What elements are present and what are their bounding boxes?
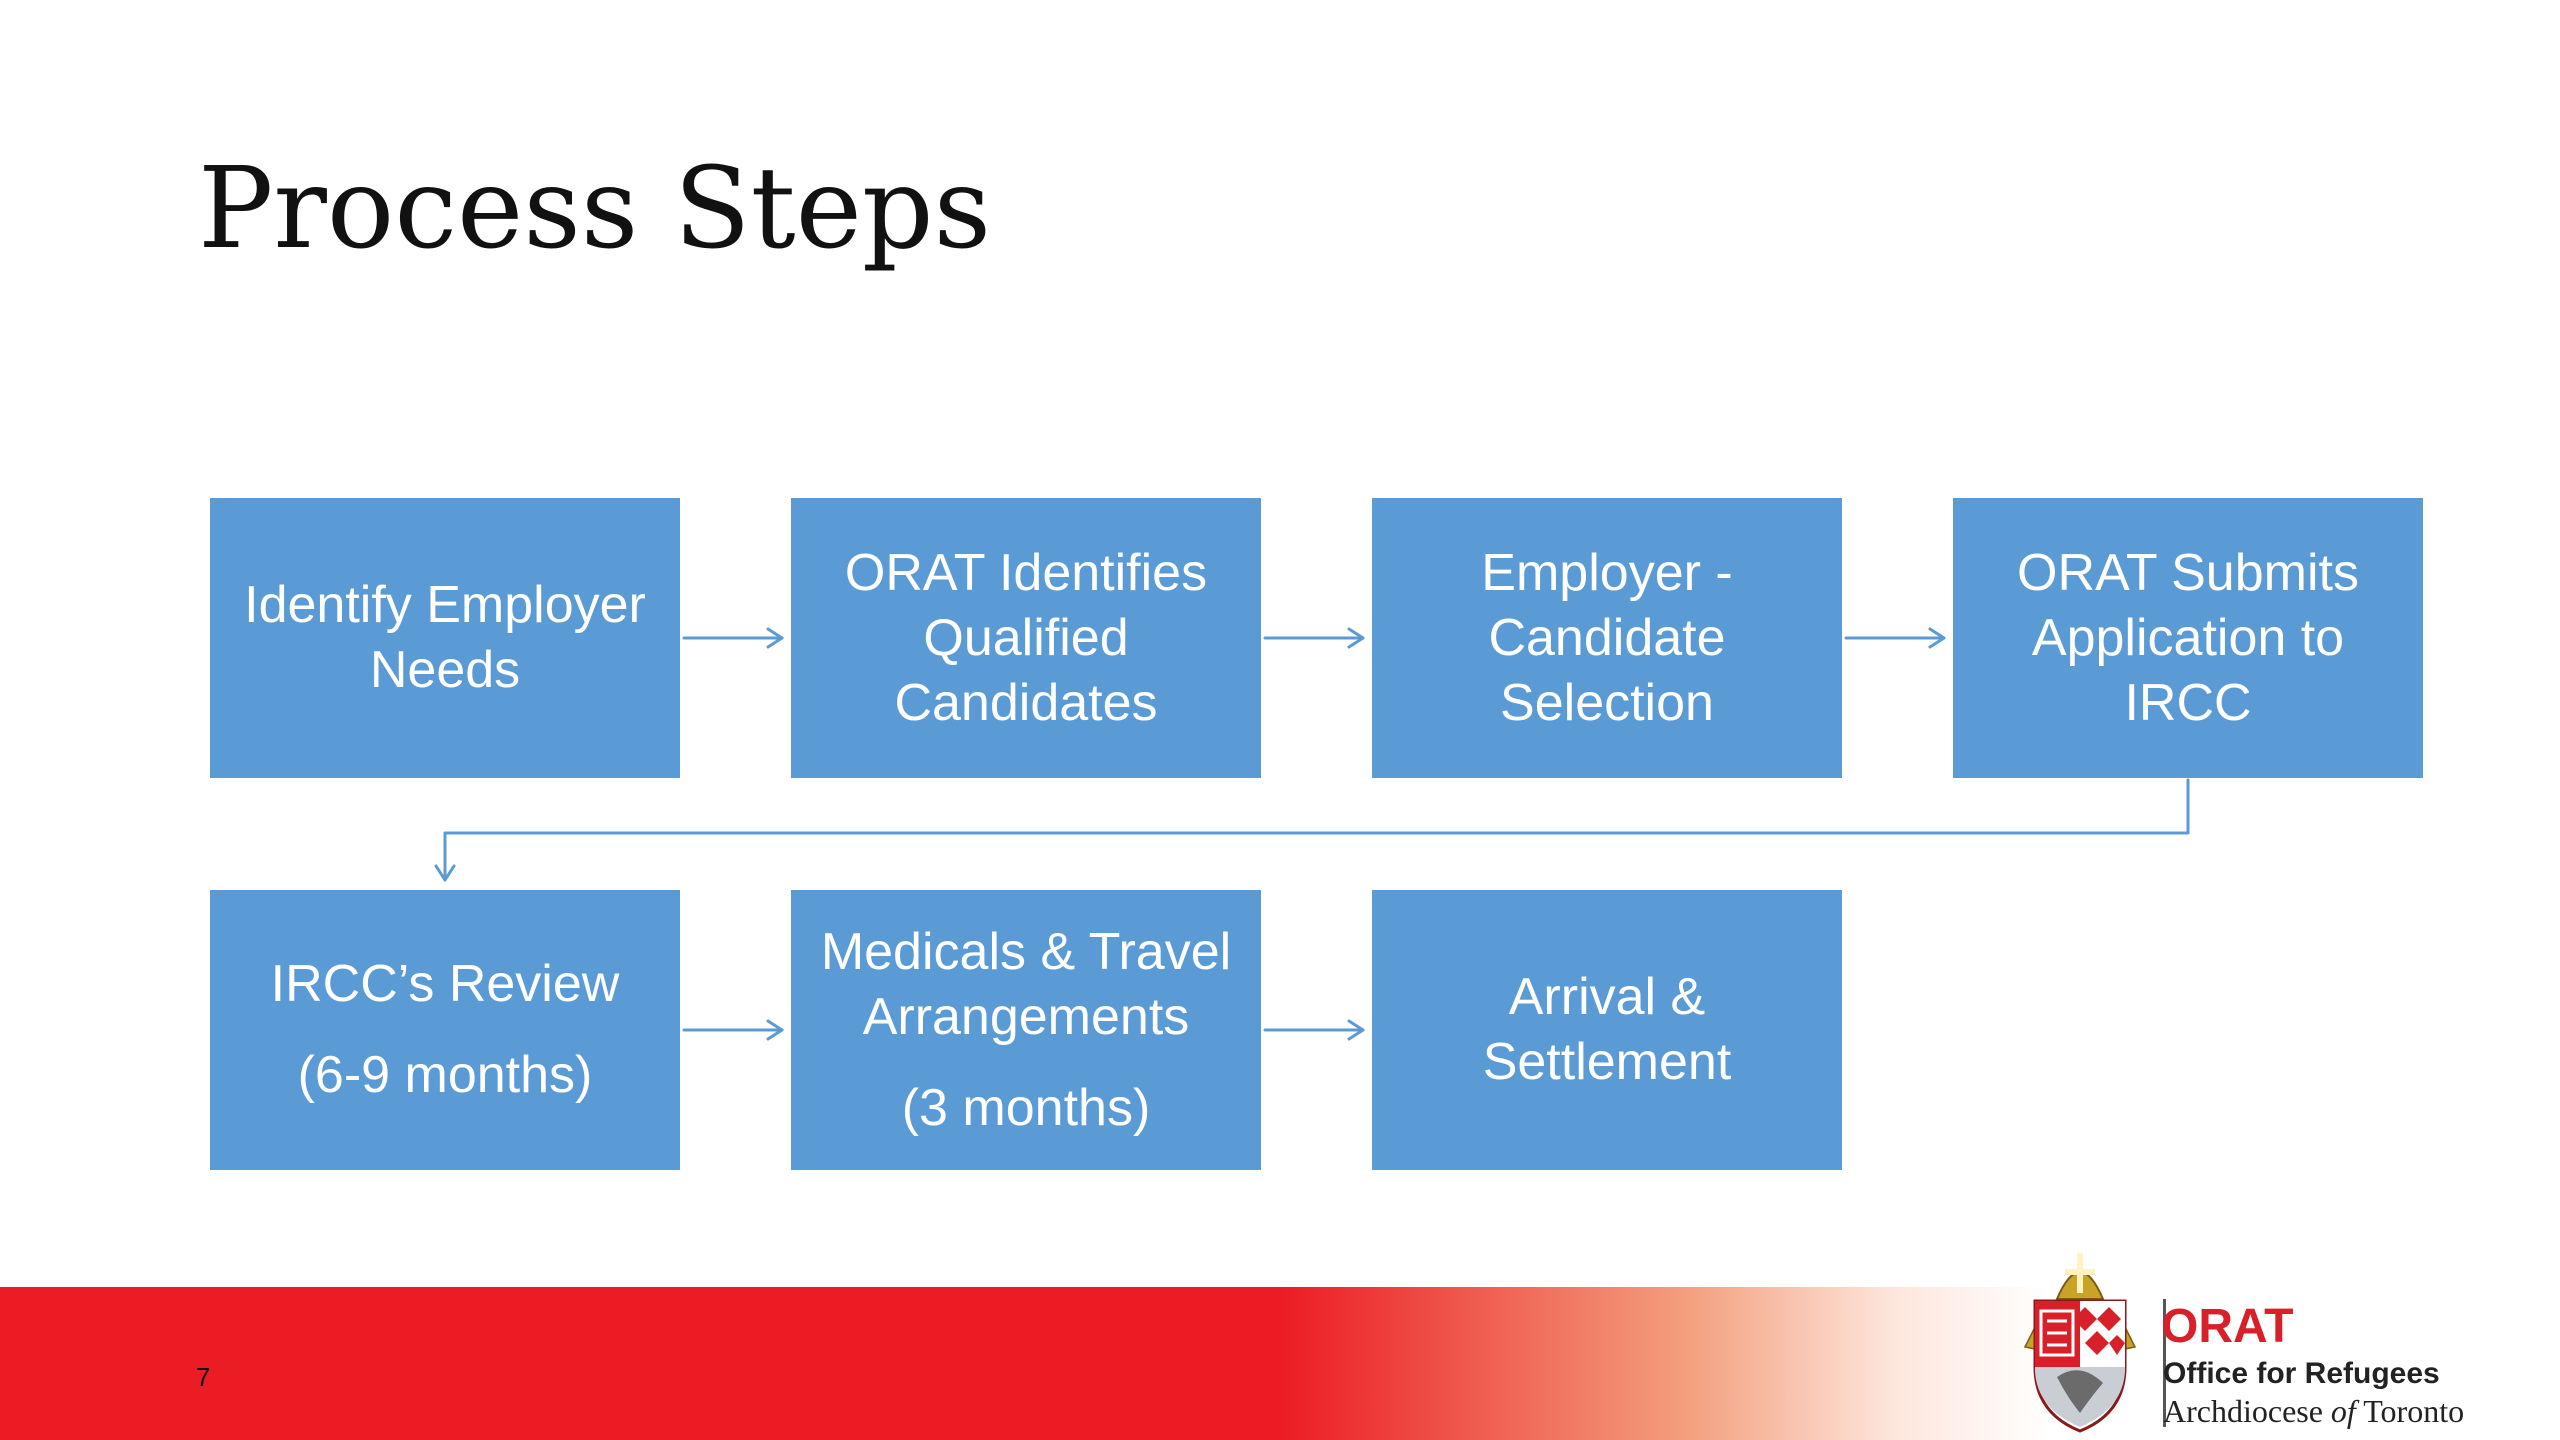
step-medicals-travel: Medicals & Travel Arrangements (3 months… <box>791 890 1261 1170</box>
step-text-line: Arrangements <box>862 987 1190 1046</box>
orat-logo: ORAT Office for Refugees Archdiocese of … <box>2005 1237 2525 1437</box>
step-text-line: Candidates <box>894 673 1158 732</box>
step-identify-employer-needs: Identify Employer Needs <box>210 498 680 778</box>
step-text-line: Needs <box>369 641 521 699</box>
footer-band <box>0 1287 2560 1440</box>
logo-divider <box>2163 1299 2166 1427</box>
logo-org-name: Office for Refugees <box>2163 1357 2440 1390</box>
step-employer-candidate-selection: Employer - Candidate Selection <box>1372 498 1842 778</box>
arrow-right-icon <box>682 1019 784 1041</box>
step-text-line: IRCC <box>2124 673 2252 732</box>
step-text-line: Medicals & Travel <box>820 922 1232 981</box>
elbow-arrow-down-icon <box>434 778 2190 882</box>
step-orat-submits-application: ORAT Submits Application to IRCC <box>1953 498 2423 778</box>
step-arrival-settlement: Arrival & Settlement <box>1372 890 1842 1170</box>
arrow-right-icon <box>1263 627 1365 649</box>
logo-arch-of: of <box>2330 1393 2356 1429</box>
step-text-line: Application to <box>2031 608 2345 667</box>
logo-arch-prefix: Archdiocese <box>2163 1393 2323 1429</box>
logo-brand: ORAT <box>2161 1300 2294 1353</box>
step-text-line: IRCC’s Review <box>270 955 620 1013</box>
logo-archdiocese: Archdiocese of Toronto <box>2163 1393 2464 1430</box>
step-text-line: ORAT Identifies <box>844 543 1208 602</box>
step-duration: (6-9 months) <box>297 1046 593 1104</box>
step-duration: (3 months) <box>901 1078 1151 1137</box>
coat-of-arms-icon <box>2023 1253 2137 1433</box>
slide-title: Process Steps <box>198 144 992 274</box>
arrow-right-icon <box>1263 1019 1365 1041</box>
step-text-line: Candidate <box>1488 608 1726 667</box>
step-text-line: Qualified <box>923 608 1129 667</box>
arrow-right-icon <box>1844 627 1946 649</box>
arrow-right-icon <box>682 627 784 649</box>
step-text-line: Employer - <box>1481 543 1733 602</box>
step-text-line: Settlement <box>1482 1033 1732 1091</box>
page-number: 7 <box>196 1362 211 1392</box>
step-text-line: ORAT Submits <box>2017 543 2359 602</box>
step-text-line: Arrival & <box>1508 968 1706 1026</box>
step-ircc-review: IRCC’s Review (6-9 months) <box>210 890 680 1170</box>
step-orat-identifies-candidates: ORAT Identifies Qualified Candidates <box>791 498 1261 778</box>
step-text-line: Selection <box>1500 673 1714 732</box>
logo-arch-city: Toronto <box>2363 1393 2465 1429</box>
step-text-line: Identify Employer <box>244 576 646 634</box>
